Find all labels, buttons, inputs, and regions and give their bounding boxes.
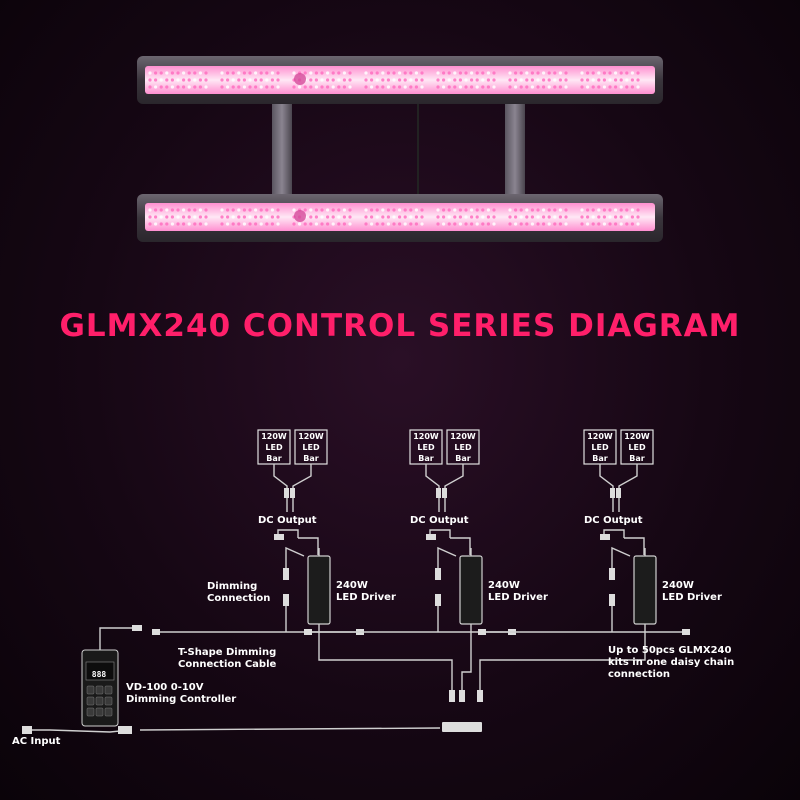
kit-1-driver-label: 240W LED Driver (336, 580, 396, 603)
wiring-diagram (22, 429, 690, 734)
kit-3-bar-2-label: 120W LED Bar (624, 432, 650, 463)
dimming-controller (81, 649, 119, 727)
kit-3-driver-label: 240W LED Driver (662, 580, 722, 603)
controller-display: 888 (91, 670, 107, 679)
led-bar-bottom (137, 194, 663, 242)
kit-2-driver-label: 240W LED Driver (488, 580, 548, 603)
product-image (137, 56, 663, 242)
kit-3-bar-1-label: 120W LED Bar (587, 432, 613, 463)
kit-2-bar-1-label: 120W LED Bar (413, 432, 439, 463)
dimming-connection-label: Dimming Connection (207, 581, 271, 604)
kit-1-bar-1-label: 120W LED Bar (261, 432, 287, 463)
kit-2-dc-output-label: DC Output (410, 515, 469, 526)
kit-3-dc-output-label: DC Output (584, 515, 643, 526)
kit-2-bar-2-label: 120W LED Bar (450, 432, 476, 463)
ac-input-label: AC Input (12, 736, 61, 747)
led-bar-top (137, 56, 663, 104)
controller-label: VD-100 0-10V Dimming Controller (126, 682, 237, 705)
kit-1-dc-output-label: DC Output (258, 515, 317, 526)
hanging-post-left (272, 100, 292, 198)
daisy-chain-label: Up to 50pcs GLMX240 kits in one daisy ch… (608, 645, 735, 680)
hanging-post-right (505, 100, 525, 198)
kit-1-bar-2-label: 120W LED Bar (298, 432, 324, 463)
page-title: GLMX240 CONTROL SERIES DIAGRAM (59, 308, 741, 344)
t-shape-cable-label: T-Shape Dimming Connection Cable (178, 647, 277, 670)
